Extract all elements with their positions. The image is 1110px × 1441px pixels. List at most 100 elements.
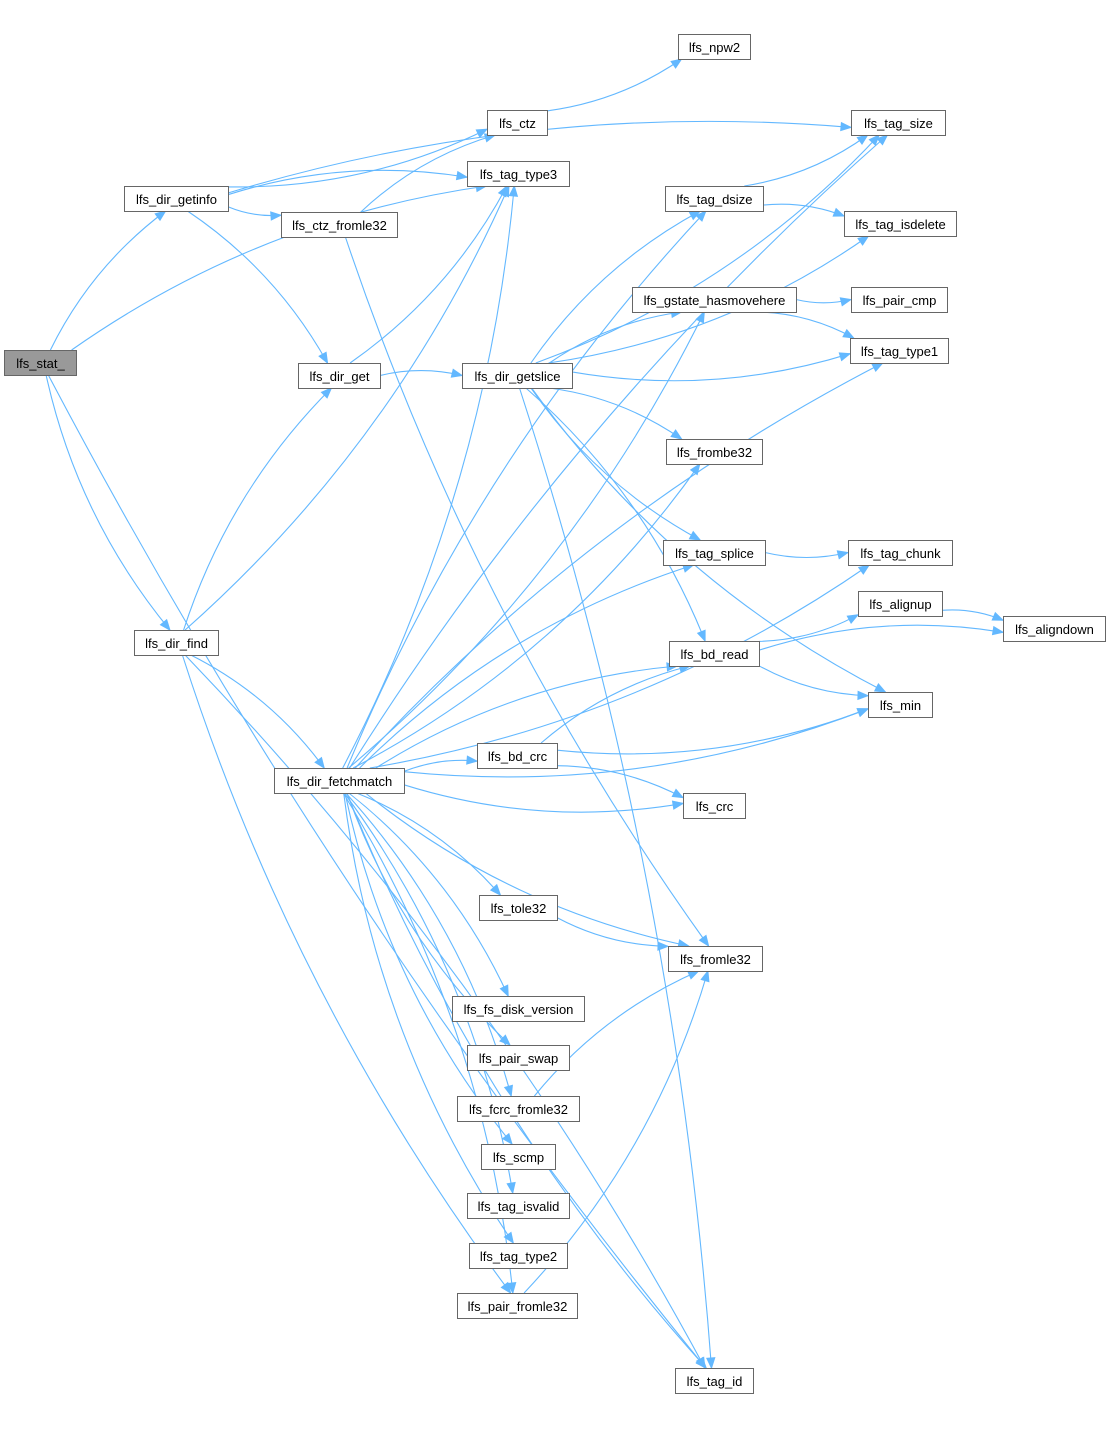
edge-lfs-dir-getslice-to-lfs-tag-dsize — [530, 210, 701, 364]
node-lfs-tag-type3[interactable]: lfs_tag_type3 — [467, 161, 570, 187]
node-box-lfs-tag-type1[interactable] — [850, 338, 949, 364]
node-box-lfs-dir-getinfo[interactable] — [124, 186, 229, 212]
node-label-lfs-dir-find: lfs_dir_find — [145, 636, 208, 651]
node-box-lfs-tag-isvalid[interactable] — [467, 1193, 570, 1219]
arrowhead-lfs-dir-fetchmatch-to-lfs-tag-type3 — [508, 184, 519, 197]
arrowhead-lfs-dir-fetchmatch-to-lfs-tole32 — [489, 883, 502, 897]
node-box-lfs-stat[interactable] — [4, 350, 77, 376]
node-box-lfs-tag-splice[interactable] — [663, 540, 766, 566]
node-box-lfs-bd-read[interactable] — [669, 641, 760, 667]
arrowhead-lfs-dir-fetchmatch-to-lfs-tag-dsize — [695, 210, 707, 222]
arrowhead-lfs-dir-fetchmatch-to-lfs-fs-disk-version — [499, 984, 509, 998]
node-box-lfs-pair-fromle32[interactable] — [457, 1293, 578, 1319]
node-label-lfs-tag-chunk: lfs_tag_chunk — [860, 546, 941, 561]
node-box-lfs-tag-chunk[interactable] — [848, 540, 953, 566]
node-box-lfs-min[interactable] — [868, 692, 933, 718]
node-lfs-tag-type2[interactable]: lfs_tag_type2 — [469, 1243, 568, 1269]
node-box-lfs-ctz[interactable] — [487, 110, 548, 136]
node-label-lfs-bd-read: lfs_bd_read — [681, 647, 749, 662]
node-box-lfs-alignup[interactable] — [858, 591, 943, 617]
node-box-lfs-tag-dsize[interactable] — [665, 186, 764, 212]
node-lfs-npw2[interactable]: lfs_npw2 — [678, 34, 751, 60]
node-lfs-pair-cmp[interactable]: lfs_pair_cmp — [851, 287, 948, 313]
node-box-lfs-npw2[interactable] — [678, 34, 751, 60]
node-box-lfs-crc[interactable] — [683, 793, 746, 819]
arrowhead-lfs-fcrc-fromle32-to-lfs-fromle32 — [687, 970, 700, 980]
edge-lfs-dir-fetchmatch-to-lfs-scmp — [344, 792, 513, 1145]
edge-lfs-dir-fetchmatch-to-lfs-bd-crc — [403, 759, 478, 772]
node-lfs-ctz-fromle32[interactable]: lfs_ctz_fromle32 — [281, 212, 398, 238]
node-lfs-dir-get[interactable]: lfs_dir_get — [298, 363, 381, 389]
node-label-lfs-dir-getinfo: lfs_dir_getinfo — [136, 192, 217, 207]
node-lfs-fs-disk-version[interactable]: lfs_fs_disk_version — [452, 996, 585, 1022]
node-lfs-crc[interactable]: lfs_crc — [683, 793, 746, 819]
node-lfs-frombe32[interactable]: lfs_frombe32 — [666, 439, 763, 465]
node-lfs-tag-size[interactable]: lfs_tag_size — [851, 110, 946, 136]
node-lfs-bd-crc[interactable]: lfs_bd_crc — [477, 743, 558, 769]
node-lfs-fcrc-fromle32[interactable]: lfs_fcrc_fromle32 — [457, 1096, 580, 1122]
arrowhead-lfs-dir-getinfo-to-lfs-ctz-fromle32 — [270, 211, 283, 221]
node-box-lfs-tole32[interactable] — [479, 895, 558, 921]
node-box-lfs-gstate-hasmovehere[interactable] — [632, 287, 797, 313]
node-lfs-tag-type1[interactable]: lfs_tag_type1 — [850, 338, 949, 364]
node-lfs-tag-isdelete[interactable]: lfs_tag_isdelete — [844, 211, 957, 237]
node-box-lfs-aligndown[interactable] — [1003, 616, 1106, 642]
node-label-lfs-alignup: lfs_alignup — [869, 597, 931, 612]
node-box-lfs-pair-swap[interactable] — [467, 1045, 570, 1071]
arrowhead-lfs-dir-getinfo-to-lfs-ctz — [475, 128, 489, 139]
node-box-lfs-tag-id[interactable] — [675, 1368, 754, 1394]
node-lfs-stat[interactable]: lfs_stat_ — [4, 350, 77, 376]
arrowhead-lfs-gstate-hasmovehere-to-lfs-tag-type1 — [842, 328, 855, 339]
node-box-lfs-bd-crc[interactable] — [477, 743, 558, 769]
node-lfs-dir-find[interactable]: lfs_dir_find — [134, 630, 219, 656]
node-label-lfs-pair-cmp: lfs_pair_cmp — [863, 293, 937, 308]
node-label-lfs-tag-size: lfs_tag_size — [864, 116, 933, 131]
node-box-lfs-tag-size[interactable] — [851, 110, 946, 136]
arrowhead-lfs-stat-to-lfs-dir-find — [159, 618, 171, 632]
node-box-lfs-dir-get[interactable] — [298, 363, 381, 389]
node-lfs-pair-swap[interactable]: lfs_pair_swap — [467, 1045, 570, 1071]
node-label-lfs-gstate-hasmovehere: lfs_gstate_hasmovehere — [644, 293, 786, 308]
edge-lfs-dir-fetchmatch-to-lfs-tag-size — [349, 134, 888, 769]
node-lfs-alignup[interactable]: lfs_alignup — [858, 591, 943, 617]
node-lfs-fromle32[interactable]: lfs_fromle32 — [668, 946, 763, 972]
node-lfs-tole32[interactable]: lfs_tole32 — [479, 895, 558, 921]
node-box-lfs-scmp[interactable] — [481, 1144, 556, 1170]
node-box-lfs-fromle32[interactable] — [668, 946, 763, 972]
node-lfs-pair-fromle32[interactable]: lfs_pair_fromle32 — [457, 1293, 578, 1319]
node-box-lfs-tag-type2[interactable] — [469, 1243, 568, 1269]
node-label-lfs-scmp: lfs_scmp — [493, 1150, 544, 1165]
edge-lfs-dir-fetchmatch-to-lfs-tag-type3 — [342, 185, 515, 769]
node-box-lfs-ctz-fromle32[interactable] — [281, 212, 398, 238]
node-box-lfs-frombe32[interactable] — [666, 439, 763, 465]
node-box-lfs-tag-isdelete[interactable] — [844, 211, 957, 237]
node-box-lfs-dir-find[interactable] — [134, 630, 219, 656]
edge-lfs-dir-getslice-to-lfs-frombe32 — [549, 387, 682, 440]
edge-lfs-gstate-hasmovehere-to-lfs-tag-type1 — [759, 311, 854, 339]
node-lfs-gstate-hasmovehere[interactable]: lfs_gstate_hasmovehere — [632, 287, 797, 313]
node-lfs-tag-id[interactable]: lfs_tag_id — [675, 1368, 754, 1394]
node-lfs-tag-dsize[interactable]: lfs_tag_dsize — [665, 186, 764, 212]
node-lfs-scmp[interactable]: lfs_scmp — [481, 1144, 556, 1170]
node-box-lfs-dir-getslice[interactable] — [462, 363, 573, 389]
node-lfs-dir-getinfo[interactable]: lfs_dir_getinfo — [124, 186, 229, 212]
edge-lfs-dir-fetchmatch-to-lfs-fs-disk-version — [348, 792, 509, 997]
node-lfs-aligndown[interactable]: lfs_aligndown — [1003, 616, 1106, 642]
node-lfs-ctz[interactable]: lfs_ctz — [487, 110, 548, 136]
node-lfs-dir-fetchmatch[interactable]: lfs_dir_fetchmatch — [274, 768, 405, 794]
node-lfs-tag-isvalid[interactable]: lfs_tag_isvalid — [467, 1193, 570, 1219]
node-box-lfs-pair-cmp[interactable] — [851, 287, 948, 313]
node-lfs-dir-getslice[interactable]: lfs_dir_getslice — [462, 363, 573, 389]
arrowhead-lfs-dir-find-to-lfs-dir-get — [320, 387, 333, 399]
node-lfs-tag-splice[interactable]: lfs_tag_splice — [663, 540, 766, 566]
arrowhead-lfs-dir-getslice-to-lfs-tag-size — [868, 134, 881, 146]
node-box-lfs-tag-type3[interactable] — [467, 161, 570, 187]
node-lfs-bd-read[interactable]: lfs_bd_read — [669, 641, 760, 667]
node-box-lfs-dir-fetchmatch[interactable] — [274, 768, 405, 794]
node-lfs-min[interactable]: lfs_min — [868, 692, 933, 718]
node-box-lfs-fcrc-fromle32[interactable] — [457, 1096, 580, 1122]
node-label-lfs-bd-crc: lfs_bd_crc — [488, 749, 548, 764]
node-box-lfs-fs-disk-version[interactable] — [452, 996, 585, 1022]
node-label-lfs-tag-dsize: lfs_tag_dsize — [677, 192, 753, 207]
node-lfs-tag-chunk[interactable]: lfs_tag_chunk — [848, 540, 953, 566]
